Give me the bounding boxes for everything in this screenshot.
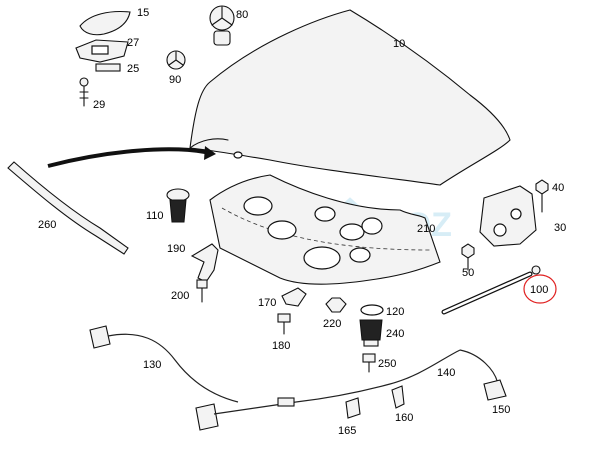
- part-27-base-plate: [75, 39, 129, 63]
- part-30-hood-lock: [479, 185, 537, 247]
- label-120: 120: [386, 306, 404, 318]
- part-250-screw: [362, 353, 376, 373]
- part-15-cover: [79, 10, 131, 36]
- label-160: 160: [395, 412, 413, 424]
- label-15: 15: [137, 7, 149, 19]
- part-190-bracket: [190, 243, 219, 283]
- label-30: 30: [554, 222, 566, 234]
- label-110: 110: [146, 210, 164, 222]
- part-170-clip: [281, 287, 307, 307]
- label-10: 10: [393, 38, 405, 50]
- label-190: 190: [167, 243, 185, 255]
- label-200: 200: [171, 290, 189, 302]
- label-40: 40: [552, 182, 564, 194]
- part-240-buffer: [359, 319, 383, 347]
- label-240: 240: [386, 328, 404, 340]
- label-220: 220: [323, 318, 341, 330]
- part-50-screw: [461, 243, 475, 271]
- label-165: 165: [338, 425, 356, 437]
- label-210: 210: [417, 223, 435, 235]
- insulation-mat: [209, 174, 441, 285]
- label-80: 80: [236, 9, 248, 21]
- label-50: 50: [462, 267, 474, 279]
- part-200-bolt: [196, 279, 208, 303]
- part-25-strip: [95, 63, 121, 72]
- part-90-emblem: [166, 50, 186, 70]
- part-100-gas-strut: [441, 265, 541, 315]
- part-160-clip: [391, 385, 405, 409]
- reference-arrow: [47, 146, 216, 168]
- label-29: 29: [93, 99, 105, 111]
- part-150-release-handle: [483, 379, 507, 401]
- highlight-circle-100: [523, 274, 557, 304]
- part-40-screw: [535, 179, 549, 213]
- part-220-nut: [325, 297, 347, 313]
- part-110-bumper: [166, 188, 190, 223]
- label-150: 150: [492, 404, 510, 416]
- label-27: 27: [127, 37, 139, 49]
- part-120-ring: [360, 304, 384, 316]
- part-80-star-emblem: [209, 5, 235, 46]
- label-250: 250: [378, 358, 396, 370]
- label-130: 130: [143, 359, 161, 371]
- label-25: 25: [127, 63, 139, 75]
- label-170: 170: [258, 297, 276, 309]
- label-180: 180: [272, 340, 290, 352]
- label-90: 90: [169, 74, 181, 86]
- part-29-screw: [79, 77, 89, 107]
- label-260: 260: [38, 219, 56, 231]
- part-180-screw: [277, 313, 291, 335]
- hood-panel: [189, 9, 511, 186]
- seal-strip: [7, 161, 129, 255]
- part-130-front-cable: [89, 325, 297, 431]
- part-165-cable-clip: [345, 397, 361, 419]
- label-100: 100: [530, 284, 548, 296]
- label-140: 140: [437, 367, 455, 379]
